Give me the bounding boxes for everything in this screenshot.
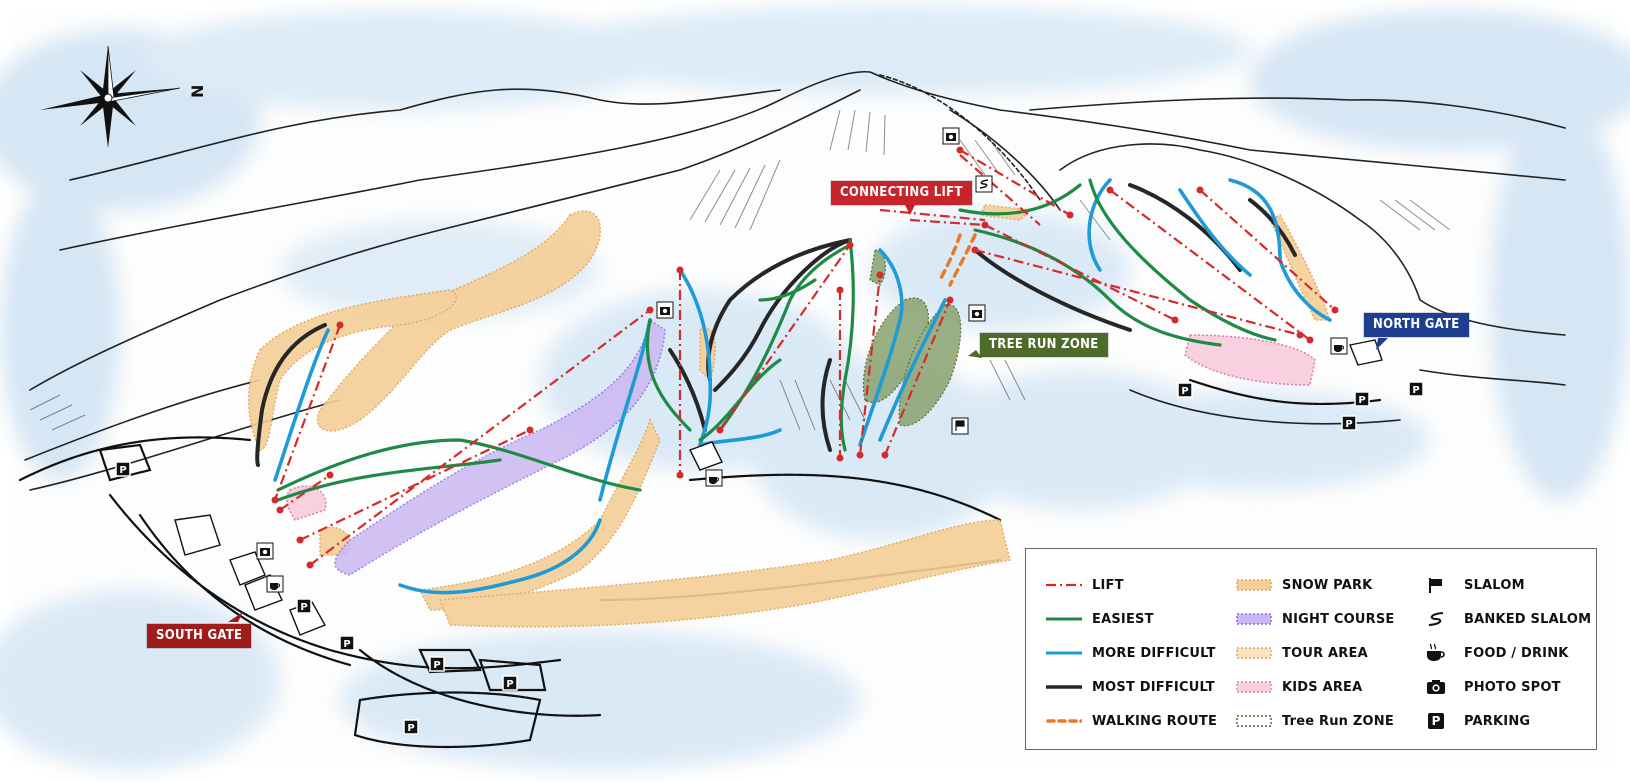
parking-letter: P	[433, 660, 440, 671]
parking-icons: P P P P P P P P P P	[115, 381, 1424, 735]
legend-label: MORE DIFFICULT	[1092, 645, 1216, 661]
most-difficult-line-symbol	[1046, 676, 1082, 698]
legend-label: MOST DIFFICULT	[1092, 679, 1215, 695]
legend-label: Tree Run ZONE	[1282, 713, 1394, 729]
parking-letter: P	[1358, 395, 1365, 406]
legend-item-walking-route: WALKING ROUTE	[1046, 710, 1217, 732]
night-course-swatch	[1236, 608, 1272, 630]
legend-item-kids-area: KIDS AREA	[1236, 676, 1362, 698]
legend-label: PHOTO SPOT	[1464, 679, 1561, 695]
easiest-trails	[276, 178, 1277, 502]
legend-label: NIGHT COURSE	[1282, 611, 1395, 627]
banked-slalom-icon	[1418, 608, 1454, 630]
lift-lines	[273, 149, 1336, 566]
more-difficult-trails	[273, 178, 1332, 595]
south-gate-tag[interactable]: SOUTH GATE	[147, 624, 252, 648]
legend-item-snow-park: SNOW PARK	[1236, 574, 1372, 596]
parking-letter: P	[1412, 385, 1419, 396]
legend-item-easiest: EASIEST	[1046, 608, 1154, 630]
legend-label: WALKING ROUTE	[1092, 713, 1218, 729]
parking-icon: P	[1418, 710, 1454, 732]
legend-label: LIFT	[1092, 577, 1124, 593]
parking-letter: P	[1428, 713, 1444, 729]
callout-pointers	[228, 205, 1388, 622]
legend-label: SNOW PARK	[1282, 577, 1373, 593]
walking-route-symbol	[1046, 710, 1082, 732]
legend-label: PARKING	[1464, 713, 1531, 729]
lift-terminals	[271, 146, 1339, 569]
legend-label: EASIEST	[1092, 611, 1154, 627]
food-drink-icon	[1418, 642, 1454, 664]
parking-letter: P	[506, 679, 513, 690]
legend-item-banked-slalom: BANKED SLALOM	[1418, 608, 1591, 630]
tree-run-zone-tag[interactable]: TREE RUN ZONE	[980, 333, 1108, 357]
compass-north-letter: N	[188, 85, 207, 98]
snow-park-swatch	[1236, 574, 1272, 596]
mountain-outlines	[24, 70, 1566, 491]
legend-label: SLALOM	[1464, 577, 1525, 593]
legend-label: BANKED SLALOM	[1464, 611, 1592, 627]
map-legend: LIFT EASIEST MORE DIFFICULT MOST DIFFICU…	[1025, 548, 1597, 750]
legend-item-tree-run-zone: Tree Run ZONE	[1236, 710, 1394, 732]
tree-run-swatch	[1236, 710, 1272, 732]
legend-item-night-course: NIGHT COURSE	[1236, 608, 1394, 630]
legend-item-lift: LIFT	[1046, 574, 1124, 596]
food-drink-icons	[266, 337, 1348, 593]
north-gate-tag[interactable]: NORTH GATE	[1364, 313, 1469, 337]
connecting-lift-tag[interactable]: CONNECTING LIFT	[831, 181, 972, 205]
slalom-icon	[1418, 574, 1454, 596]
legend-label: KIDS AREA	[1282, 679, 1363, 695]
parking-letter: P	[1181, 386, 1188, 397]
kids-area-swatch	[1236, 676, 1272, 698]
base-buildings	[174, 339, 1383, 636]
night-course-area	[334, 318, 666, 576]
legend-item-more-difficult: MORE DIFFICULT	[1046, 642, 1216, 664]
photo-spot-icon	[1418, 676, 1454, 698]
legend-item-most-difficult: MOST DIFFICULT	[1046, 676, 1215, 698]
parking-letter: P	[119, 465, 126, 476]
lift-line-symbol	[1046, 574, 1082, 596]
parking-letter: P	[343, 639, 350, 650]
slalom-map-icon	[951, 417, 969, 435]
legend-item-photo-spot: PHOTO SPOT	[1418, 676, 1561, 698]
banked-slalom-map-icon	[975, 175, 993, 193]
legend-item-parking: P PARKING	[1418, 710, 1530, 732]
legend-label: FOOD / DRINK	[1464, 645, 1569, 661]
parking-letter: P	[1345, 419, 1352, 430]
parking-letter: P	[407, 723, 414, 734]
photo-spot-icons	[256, 127, 986, 560]
walking-route	[938, 233, 977, 287]
legend-item-food-drink: FOOD / DRINK	[1418, 642, 1569, 664]
parking-letter: P	[300, 602, 307, 613]
legend-label: TOUR AREA	[1282, 645, 1368, 661]
legend-item-tour-area: TOUR AREA	[1236, 642, 1368, 664]
legend-item-slalom: SLALOM	[1418, 574, 1525, 596]
compass-rose	[40, 45, 181, 148]
tour-area-swatch	[1236, 642, 1272, 664]
easiest-line-symbol	[1046, 608, 1082, 630]
more-difficult-line-symbol	[1046, 642, 1082, 664]
